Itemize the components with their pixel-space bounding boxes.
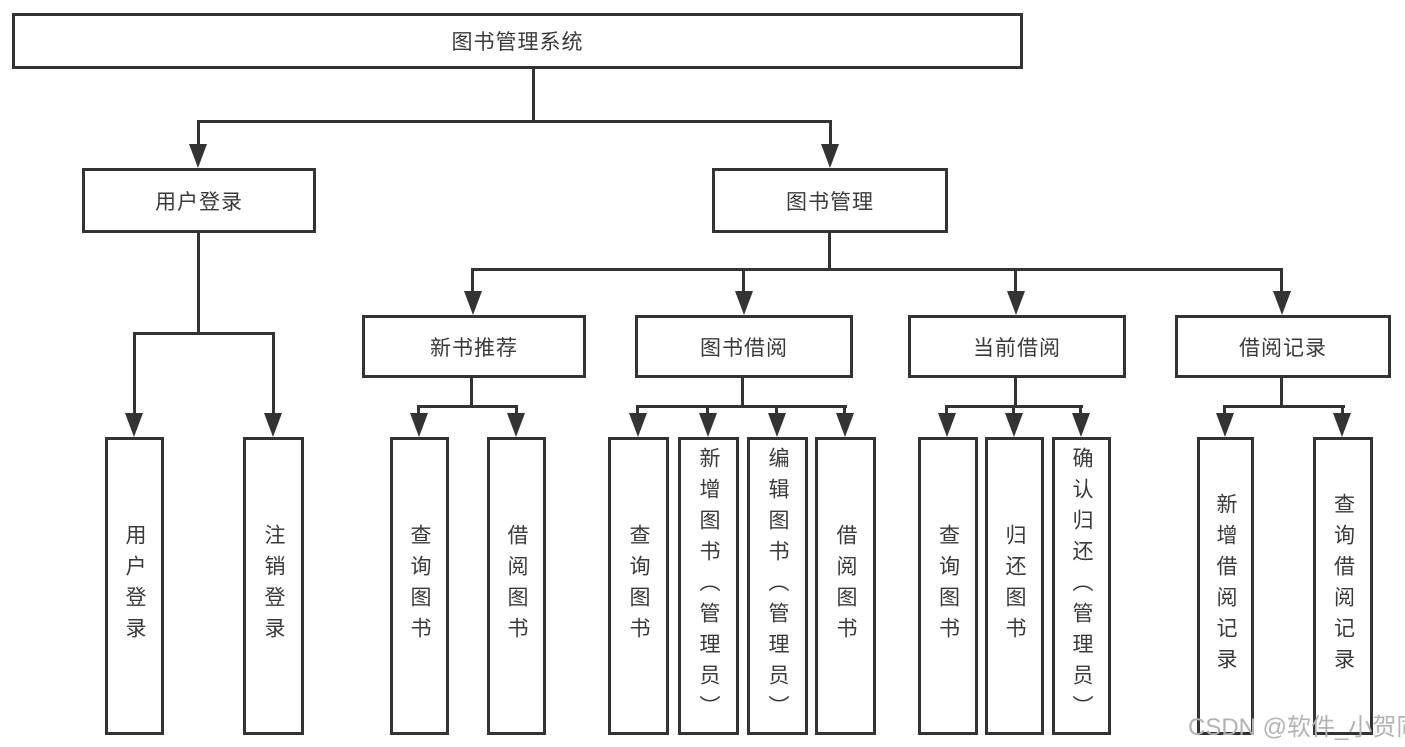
leaf-borrow-query: 查询图书 <box>608 437 669 735</box>
connector-line <box>742 268 745 293</box>
node-book-management: 图书管理 <box>712 168 948 233</box>
node-book-borrow: 图书借阅 <box>635 315 853 378</box>
connector-line <box>1280 268 1283 293</box>
arrowhead-icon <box>735 291 753 315</box>
arrowhead-icon <box>1216 413 1234 437</box>
arrowhead-icon <box>1005 413 1023 437</box>
connector-line <box>706 405 709 415</box>
leaf-borrow-add-admin-label: 新增图书（管理员） <box>697 446 720 726</box>
leaf-borrow-edit-admin-label: 编辑图书（管理员） <box>766 446 789 726</box>
leaf-current-return: 归还图书 <box>985 437 1044 735</box>
connector-line <box>472 268 1283 271</box>
leaf-newbooks-query: 查询图书 <box>390 437 449 735</box>
leaf-newbooks-borrow-label: 借阅图书 <box>505 524 528 648</box>
connector-line <box>197 120 200 146</box>
connector-line <box>197 120 832 123</box>
arrowhead-icon <box>1333 413 1351 437</box>
connector-line <box>1223 405 1345 408</box>
connector-line <box>828 230 831 270</box>
leaf-newbooks-query-label: 查询图书 <box>408 524 431 648</box>
arrowhead-icon <box>410 413 428 437</box>
leaf-current-query-label: 查询图书 <box>936 524 960 648</box>
leaf-current-query: 查询图书 <box>918 437 978 735</box>
leaf-records-query: 查询借阅记录 <box>1313 437 1373 735</box>
connector-line <box>741 376 744 407</box>
connector-line <box>1079 405 1082 415</box>
leaf-logout-label: 注销登录 <box>262 524 285 648</box>
connector-line <box>197 230 200 334</box>
arrowhead-icon <box>507 413 525 437</box>
arrowhead-icon <box>464 291 482 315</box>
node-borrow-records-label: 借阅记录 <box>1239 336 1327 360</box>
node-root-label: 图书管理系统 <box>451 31 584 54</box>
arrowhead-icon <box>1273 291 1291 315</box>
csdn-watermark: CSDN @软件_小贺同学 <box>1188 714 1405 741</box>
leaf-records-query-label: 查询借阅记录 <box>1331 493 1355 679</box>
leaf-newbooks-borrow: 借阅图书 <box>487 437 546 735</box>
leaf-user-login: 用户登录 <box>105 437 164 735</box>
connector-line <box>636 405 847 408</box>
node-user-login-label: 用户登录 <box>155 190 243 214</box>
connector-line <box>272 332 275 414</box>
leaf-borrow-edit-admin: 编辑图书（管理员） <box>747 437 808 735</box>
leaf-borrow-query-label: 查询图书 <box>627 524 650 648</box>
leaf-records-add-label: 新增借阅记录 <box>1214 493 1237 679</box>
arrowhead-icon <box>264 413 282 437</box>
connector-line <box>636 405 639 415</box>
connector-line <box>1014 268 1017 293</box>
connector-line <box>471 268 474 293</box>
node-user-login: 用户登录 <box>82 168 316 233</box>
arrowhead-icon <box>938 413 956 437</box>
arrowhead-icon <box>836 413 854 437</box>
leaf-current-confirm-admin: 确认归还（管理员） <box>1052 437 1111 735</box>
leaf-current-confirm-admin-label: 确认归还（管理员） <box>1070 446 1093 726</box>
connector-line <box>775 405 778 415</box>
connector-line <box>1014 376 1017 407</box>
node-new-book-recommend: 新书推荐 <box>362 315 586 378</box>
node-current-borrow-label: 当前借阅 <box>973 336 1061 360</box>
leaf-borrow-book-label: 借阅图书 <box>834 524 857 648</box>
connector-line <box>532 66 535 122</box>
arrowhead-icon <box>1007 291 1025 315</box>
connector-line <box>417 405 420 415</box>
node-root: 图书管理系统 <box>12 13 1023 69</box>
arrowhead-icon <box>699 413 717 437</box>
node-book-management-label: 图书管理 <box>786 190 874 214</box>
connector-line <box>417 405 518 408</box>
node-new-book-recommend-label: 新书推荐 <box>430 336 518 360</box>
node-current-borrow: 当前借阅 <box>908 315 1126 378</box>
arrowhead-icon <box>629 413 647 437</box>
connector-line <box>829 120 832 146</box>
connector-line <box>945 405 948 415</box>
connector-line <box>515 405 518 415</box>
connector-line <box>133 332 274 335</box>
arrowhead-icon <box>189 144 207 168</box>
leaf-logout: 注销登录 <box>243 437 304 735</box>
arrowhead-icon <box>1072 413 1090 437</box>
node-book-borrow-label: 图书借阅 <box>700 336 788 360</box>
connector-line <box>1280 376 1283 407</box>
arrowhead-icon <box>821 144 839 168</box>
leaf-records-add: 新增借阅记录 <box>1197 437 1254 735</box>
arrowhead-icon <box>768 413 786 437</box>
connector-line <box>843 405 846 415</box>
leaf-borrow-add-admin: 新增图书（管理员） <box>678 437 739 735</box>
arrowhead-icon <box>125 413 143 437</box>
connector-line <box>1012 405 1015 415</box>
leaf-borrow-book: 借阅图书 <box>815 437 876 735</box>
connector-line <box>470 376 473 407</box>
leaf-current-return-label: 归还图书 <box>1003 524 1026 648</box>
connector-line <box>133 332 136 414</box>
node-borrow-records: 借阅记录 <box>1175 315 1391 378</box>
connector-line <box>1341 405 1344 415</box>
leaf-user-login-label: 用户登录 <box>123 524 146 648</box>
connector-line <box>1223 405 1226 415</box>
